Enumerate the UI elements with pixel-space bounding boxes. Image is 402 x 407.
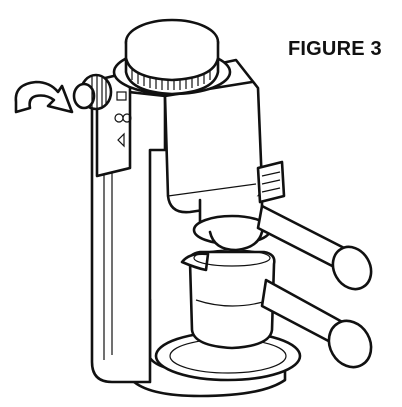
steam-control-knob: [72, 73, 113, 111]
power-icon: [117, 132, 125, 148]
figure-caption: FIGURE 3: [288, 38, 382, 60]
clockwise-rotation-arrow: [14, 80, 74, 114]
carafe-handle: [260, 278, 373, 369]
steam-lever: [256, 160, 286, 204]
drip-tray-base: [128, 298, 302, 398]
glass-carafe: [180, 249, 276, 350]
filter-handle: [256, 204, 373, 291]
indicator-icon-1: [116, 91, 127, 101]
water-tank-cap: [112, 18, 232, 96]
filter-holder: [192, 194, 272, 252]
